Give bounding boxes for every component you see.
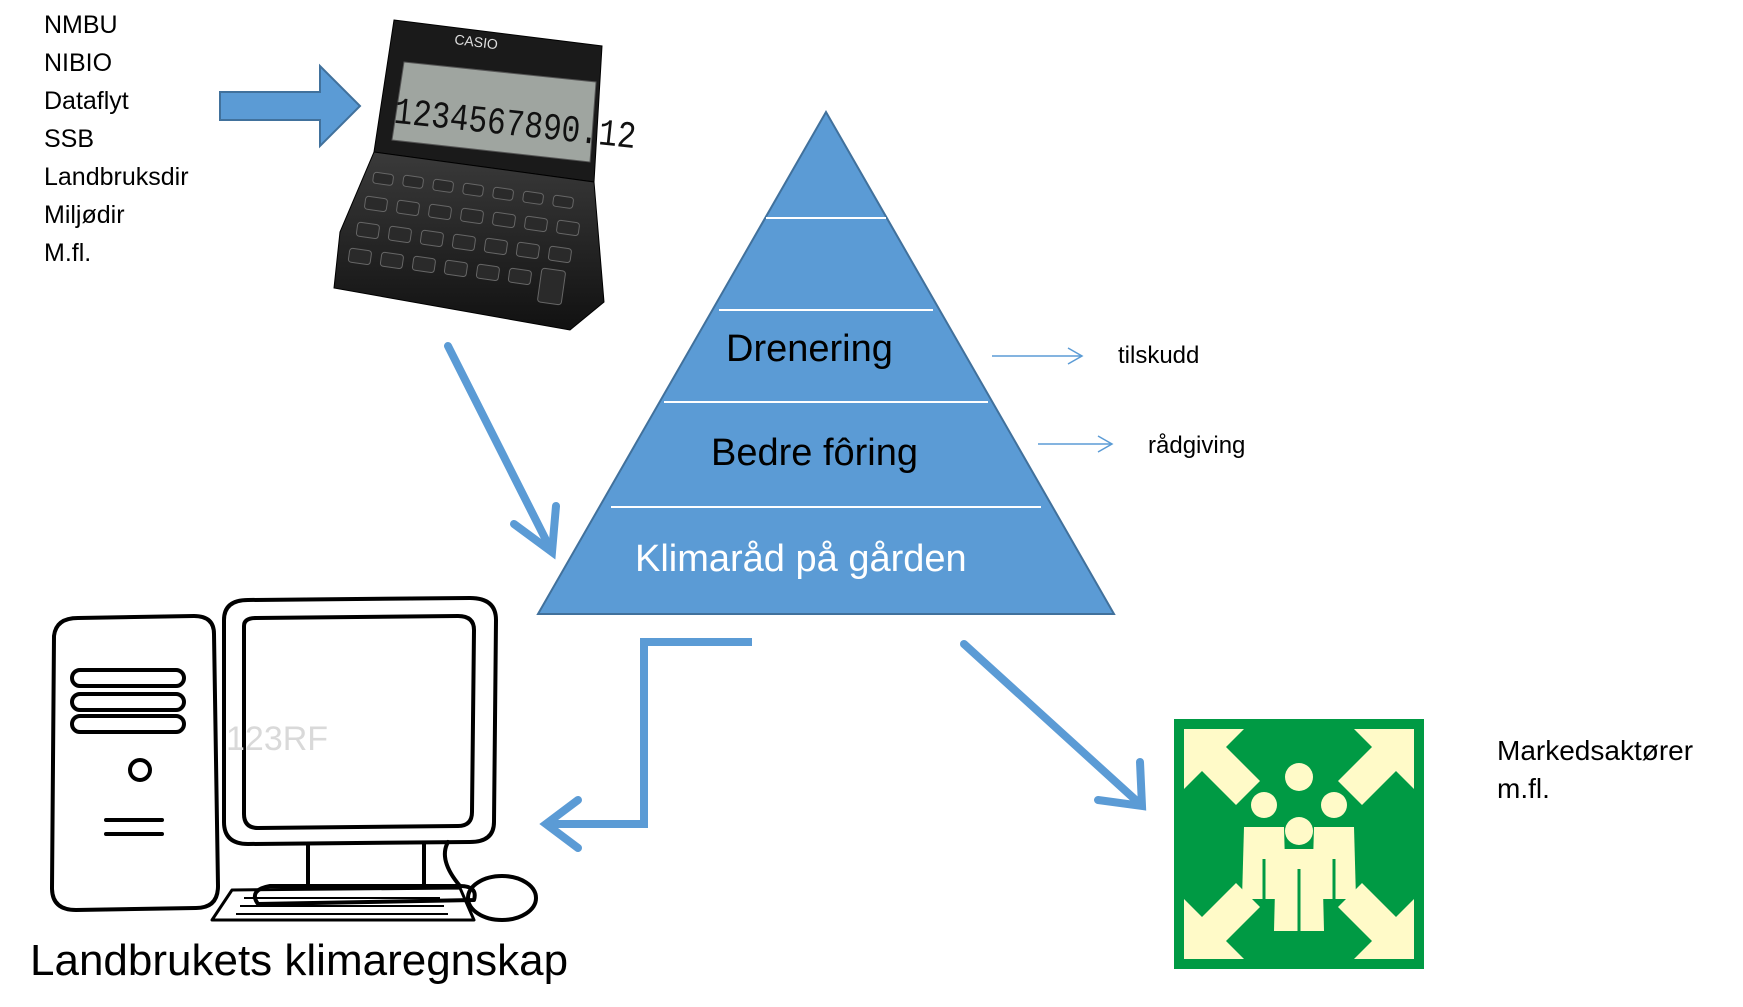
source-item: M.fl. — [44, 239, 92, 267]
computer-icon: 123RF — [50, 596, 538, 922]
side-note-tilskudd: tilskudd — [1118, 342, 1200, 369]
calculator-brand: CASIO — [454, 31, 499, 52]
source-item: Miljødir — [44, 201, 125, 229]
calculator-icon: CASIO 1234567890.12 — [333, 19, 638, 331]
tilskudd-arrow — [992, 347, 1084, 365]
source-item: SSB — [44, 125, 95, 153]
radgiving-arrow — [1038, 435, 1114, 453]
source-item: Dataflyt — [44, 87, 129, 115]
source-item: Landbruksdir — [44, 163, 189, 191]
source-arrow — [219, 63, 362, 149]
watermark-text: 123RF — [226, 720, 328, 758]
computer-caption: Landbrukets klimaregnskap — [30, 936, 569, 985]
pyramid — [536, 109, 1116, 615]
pyramid-body — [536, 109, 1116, 615]
source-item: NMBU — [44, 11, 118, 39]
calculator-to-pyramid-arrow — [444, 342, 560, 560]
side-note-radgiving: rådgiving — [1148, 432, 1246, 459]
pyramid-to-computer-arrow — [539, 638, 752, 852]
source-list: NMBU NIBIO Dataflyt SSB Landbruksdir Mil… — [44, 6, 189, 272]
pyramid-tier-drenering: Drenering — [726, 328, 893, 370]
pyramid-to-market-arrow — [960, 640, 1147, 811]
market-line: Markedsaktører — [1497, 735, 1694, 766]
source-item: NIBIO — [44, 49, 113, 77]
pyramid-tier-bedre-foring: Bedre fôring — [711, 432, 919, 474]
market-label: Markedsaktører m.fl. — [1497, 732, 1693, 808]
assembly-point-icon — [1174, 719, 1424, 969]
pyramid-tier-klimarad: Klimaråd på gården — [635, 538, 967, 580]
market-line: m.fl. — [1497, 773, 1550, 804]
